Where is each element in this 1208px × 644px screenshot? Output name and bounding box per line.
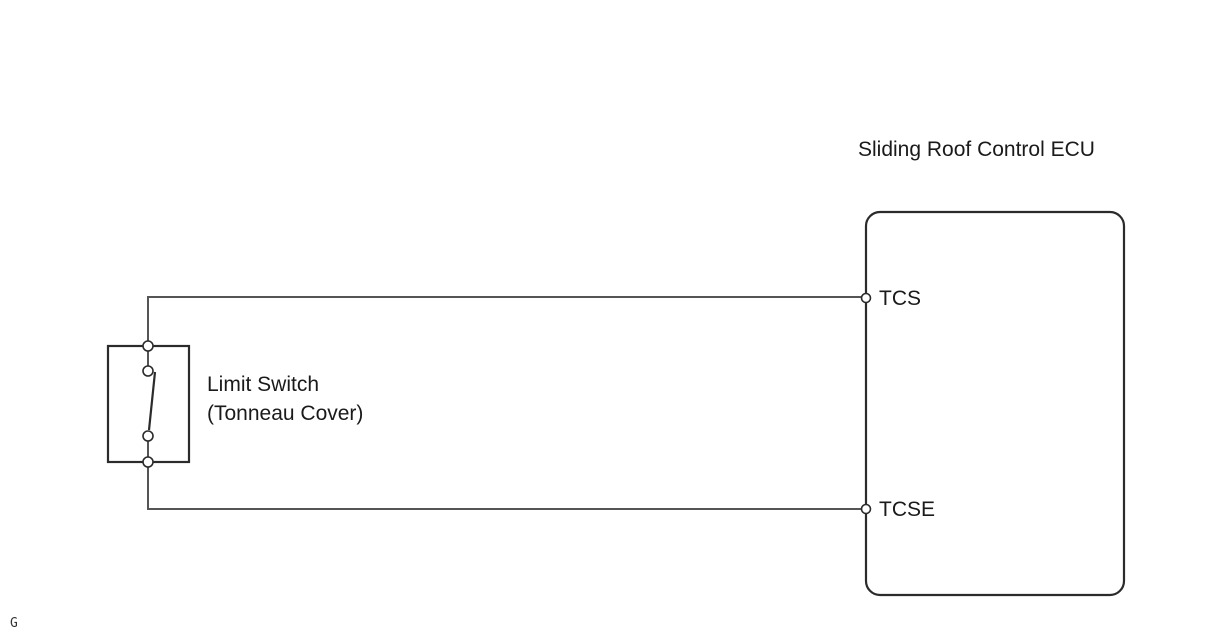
wire-tcse — [147, 462, 866, 510]
wire-tcs — [147, 296, 866, 346]
limit-switch-label-line2: (Tonneau Cover) — [207, 402, 364, 425]
ecu-pin-tcse-label: TCSE — [879, 498, 936, 521]
figure-mark: G — [10, 616, 18, 631]
limit-switch-label-line1: Limit Switch — [207, 373, 320, 396]
ecu-title: Sliding Roof Control ECU — [858, 138, 1095, 161]
ecu-pin-tcs-terminal — [860, 292, 872, 304]
ecu-pin-tcse-terminal — [860, 503, 872, 515]
switch-terminal-top — [142, 340, 154, 352]
switch-contact-top — [142, 365, 154, 377]
switch-lever — [147, 371, 157, 431]
ecu-pin-tcs-label: TCS — [879, 287, 921, 310]
switch-terminal-bottom — [142, 456, 154, 468]
switch-contact-bottom — [142, 430, 154, 442]
ecu-box — [864, 210, 1126, 597]
